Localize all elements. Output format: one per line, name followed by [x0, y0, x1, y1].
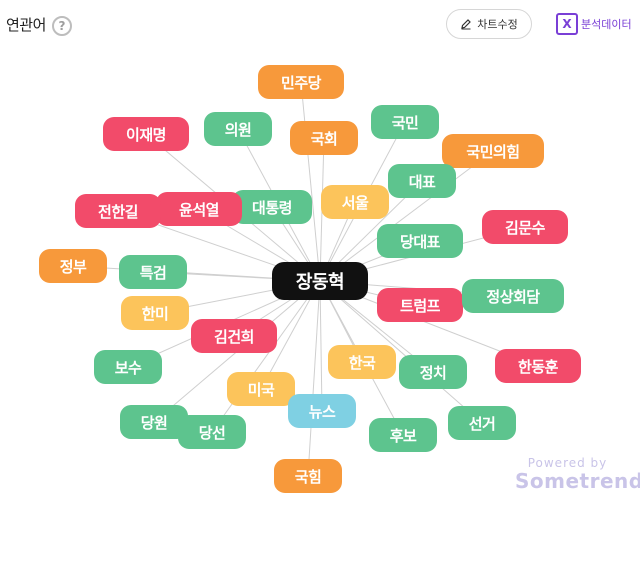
keyword-node-wrapper: 당원	[120, 405, 188, 439]
keyword-node[interactable]: 대표	[388, 164, 456, 198]
keyword-node[interactable]: 보수	[94, 350, 162, 384]
keyword-node-wrapper: 보수	[94, 350, 162, 384]
keyword-node[interactable]: 김건희	[191, 319, 277, 353]
keyword-node-wrapper: 한미	[121, 296, 189, 330]
panel-header: 연관어 ? 차트수정 X 분석데이터	[0, 0, 640, 50]
keyword-node-wrapper: 후보	[369, 418, 437, 452]
keyword-node-wrapper: 김문수	[482, 210, 568, 244]
keyword-node-wrapper: 정치	[399, 355, 467, 389]
keyword-node[interactable]: 대통령	[232, 190, 312, 224]
center-keyword-node[interactable]: 장동혁	[272, 262, 368, 300]
keyword-node-wrapper: 윤석열	[156, 192, 242, 226]
keyword-node-wrapper: 민주당	[258, 65, 344, 99]
excel-icon: X	[556, 13, 578, 35]
keyword-node-wrapper: 김건희	[191, 319, 277, 353]
keyword-node-wrapper: 국회	[290, 121, 358, 155]
analysis-data-label: 분석데이터	[581, 18, 632, 31]
keyword-node-wrapper: 정부	[39, 249, 107, 283]
help-icon[interactable]: ?	[52, 16, 72, 36]
keyword-node[interactable]: 이재명	[103, 117, 189, 151]
keyword-node-wrapper: 전한길	[75, 194, 161, 228]
keyword-node[interactable]: 선거	[448, 406, 516, 440]
analysis-data-button[interactable]: X 분석데이터	[556, 12, 632, 36]
keyword-node-wrapper: 선거	[448, 406, 516, 440]
keyword-node[interactable]: 전한길	[75, 194, 161, 228]
graph-edge	[300, 81, 321, 282]
keyword-node-wrapper: 특검	[119, 255, 187, 289]
keyword-node-wrapper: 대표	[388, 164, 456, 198]
keyword-node-wrapper: 대통령	[232, 190, 312, 224]
keyword-node-wrapper: 국민	[371, 105, 439, 139]
graph-edge	[211, 280, 321, 433]
keyword-node[interactable]: 국힘	[274, 459, 342, 493]
powered-by-watermark: Powered by Sometrend	[515, 456, 640, 493]
keyword-node[interactable]: 후보	[369, 418, 437, 452]
keyword-node-wrapper: 국힘	[274, 459, 342, 493]
keyword-node-wrapper: 이재명	[103, 117, 189, 151]
keyword-node[interactable]: 윤석열	[156, 192, 242, 226]
keyword-node[interactable]: 한동훈	[495, 349, 581, 383]
center-keyword-node-wrapper: 장동혁	[272, 262, 368, 300]
keyword-node-wrapper: 의원	[204, 112, 272, 146]
graph-edge	[307, 280, 321, 477]
keyword-node[interactable]: 김문수	[482, 210, 568, 244]
keyword-node[interactable]: 국민	[371, 105, 439, 139]
keyword-node-wrapper: 국민의힘	[442, 134, 544, 168]
keyword-node[interactable]: 정부	[39, 249, 107, 283]
pencil-icon	[461, 19, 472, 30]
keyword-node[interactable]: 국민의힘	[442, 134, 544, 168]
keyword-node[interactable]: 서울	[321, 185, 389, 219]
keyword-node-wrapper: 미국	[227, 372, 295, 406]
keyword-node-wrapper: 서울	[321, 185, 389, 219]
keyword-node-wrapper: 당대표	[377, 224, 463, 258]
keyword-node-wrapper: 뉴스	[288, 394, 356, 428]
keyword-node[interactable]: 트럼프	[377, 288, 463, 322]
edit-chart-label: 차트수정	[477, 18, 518, 31]
keyword-node-wrapper: 트럼프	[377, 288, 463, 322]
watermark-brand-logo: Sometrend	[515, 469, 640, 493]
keyword-node[interactable]: 특검	[119, 255, 187, 289]
keyword-node[interactable]: 당원	[120, 405, 188, 439]
edit-chart-button[interactable]: 차트수정	[446, 9, 532, 39]
keyword-node[interactable]: 정상회담	[462, 279, 564, 313]
graph-edge	[319, 280, 483, 424]
keyword-node[interactable]: 국회	[290, 121, 358, 155]
graph-edge	[319, 150, 494, 282]
keyword-node[interactable]: 뉴스	[288, 394, 356, 428]
keyword-node-wrapper: 당선	[178, 415, 246, 449]
keyword-node-wrapper: 한동훈	[495, 349, 581, 383]
keyword-node-wrapper: 정상회담	[462, 279, 564, 313]
keyword-node[interactable]: 의원	[204, 112, 272, 146]
watermark-powered-text: Powered by	[527, 456, 608, 470]
graph-edge	[319, 280, 323, 412]
keyword-node[interactable]: 한국	[328, 345, 396, 379]
keyword-node[interactable]: 당대표	[377, 224, 463, 258]
keyword-node[interactable]: 미국	[227, 372, 295, 406]
keyword-node[interactable]: 당선	[178, 415, 246, 449]
keyword-node[interactable]: 민주당	[258, 65, 344, 99]
keyword-node[interactable]: 한미	[121, 296, 189, 330]
panel-title: 연관어	[6, 16, 46, 34]
keyword-node[interactable]: 정치	[399, 355, 467, 389]
keyword-node-wrapper: 한국	[328, 345, 396, 379]
